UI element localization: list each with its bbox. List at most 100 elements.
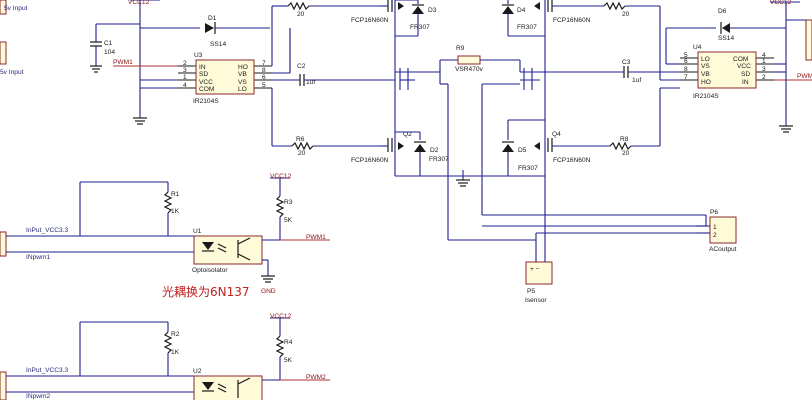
u4-ref: U4 xyxy=(693,44,702,51)
varistor-r9-body xyxy=(457,55,481,65)
vcc12-rail-left: VCC12 xyxy=(128,0,160,88)
vcc12-rail-right: VCC12 xyxy=(770,0,812,61)
u4-pin-in: IN xyxy=(742,79,749,86)
d6-value: SS14 xyxy=(718,35,734,42)
ground-bridge xyxy=(456,170,545,187)
c2-value: 1uf xyxy=(306,79,315,86)
u2-body xyxy=(193,375,263,400)
d6-ref: D6 xyxy=(718,8,727,15)
r2-value: 1K xyxy=(171,349,180,356)
resistor-r7: 20 xyxy=(603,1,660,18)
u3-pin-vb: VB xyxy=(238,71,247,78)
p6-pin-2: 2 xyxy=(713,232,717,239)
mosfet-q1: FCP16N60N xyxy=(351,0,404,176)
u4-num-8: 8 xyxy=(684,66,688,73)
u4-num-6: 6 xyxy=(684,58,688,65)
d2-ref: D2 xyxy=(430,147,439,154)
u3-pin-com: COM xyxy=(199,86,214,93)
connector-opto-input-1 xyxy=(0,231,7,257)
u3-num-5: 5 xyxy=(262,82,266,89)
r9-ref: R9 xyxy=(456,45,465,52)
u3-num-4: 4 xyxy=(183,82,187,89)
r8-ref: R8 xyxy=(620,136,629,143)
bridge-midpoint: R9 VSR470v xyxy=(395,45,706,262)
pwm2-out-label: PWM2 xyxy=(306,374,326,381)
opto-block-u1: R1 1K InPut_VCC3.3 INpwm1 U1 Optoisolato… xyxy=(0,173,330,295)
u3-pin-ho: HO xyxy=(238,64,248,71)
u3-pin-vcc: VCC xyxy=(199,79,213,86)
u4-pin-vb: VB xyxy=(701,71,710,78)
c2-ref: C2 xyxy=(297,63,306,70)
u3-num-8: 8 xyxy=(262,67,266,74)
input-label-top: 5v Input xyxy=(4,5,28,12)
input-vcc33-label-2: InPut_VCC3.3 xyxy=(26,367,68,374)
q4-ref: Q4 xyxy=(552,131,561,138)
capacitor-c3: C3 1uf xyxy=(540,59,680,84)
u1-ref: U1 xyxy=(193,228,202,235)
u3-body xyxy=(195,59,255,95)
q3-value: FCP16N60N xyxy=(553,17,591,24)
p6-pin-1: 1 xyxy=(713,224,717,231)
c1-ref: C1 xyxy=(104,40,113,47)
u3-num-1: 1 xyxy=(183,74,187,81)
d1-value: SS14 xyxy=(210,41,226,48)
u4-num-5: 5 xyxy=(684,52,688,59)
q4-value: FCP16N60N xyxy=(553,157,591,164)
connector-p5: + − P5 Isensor xyxy=(525,176,553,304)
u4-value: IR2104S xyxy=(693,93,719,100)
u3-num-6: 6 xyxy=(262,74,266,81)
diode-d4: D4 FR307 xyxy=(502,0,545,37)
c3-ref: C3 xyxy=(622,59,631,66)
d5-ref: D5 xyxy=(518,147,527,154)
d5-value: FR307 xyxy=(518,165,538,172)
diode-d1: D1 SS14 xyxy=(140,15,270,48)
u4-pin-sd: SD xyxy=(741,71,750,78)
r7-value: 20 xyxy=(622,11,630,18)
c3-value: 1uf xyxy=(632,77,641,84)
vcc12-label-right: VCC12 xyxy=(770,0,792,6)
u3-num-3: 3 xyxy=(183,67,187,74)
u3-num-2: 2 xyxy=(183,60,187,67)
r1-ref: R1 xyxy=(171,191,180,198)
u4-pin-ho: HO xyxy=(701,79,711,86)
u3-pin-vs: VS xyxy=(238,79,247,86)
optocoupler-note: 光耦换为6N137 xyxy=(162,285,250,299)
vcc12-label-top: VCC12 xyxy=(128,0,150,6)
u4-num-7: 7 xyxy=(684,74,688,81)
u4-body xyxy=(697,51,757,89)
u4-num-1: 1 xyxy=(762,58,766,65)
p5-value: Isensor xyxy=(525,297,547,304)
p6-value: ACoutput xyxy=(709,246,737,253)
c1-value: 104 xyxy=(104,49,115,56)
opto-block-u2: R2 1K InPut_VCC3.3 INpwm2 U2 VCC12 R4 5K… xyxy=(0,313,330,400)
r3-ref: R3 xyxy=(284,199,293,206)
input-5v-label: 5v Input xyxy=(0,69,24,76)
u4-num-2: 2 xyxy=(762,74,766,81)
pwm1-out-label: PWM1 xyxy=(306,234,326,241)
input-vcc33-label-1: InPut_VCC3.3 xyxy=(26,227,68,234)
u3-value: IR2104S xyxy=(193,98,219,105)
u4-pin-vcc: VCC xyxy=(737,63,751,70)
u3-pin-in: IN xyxy=(199,64,206,71)
u1-value: Optoisolator xyxy=(192,267,228,274)
r4-value: 5K xyxy=(284,357,293,364)
pwm1-net-label: PWM1 xyxy=(113,59,133,66)
mosfet-q4: Q4 FCP16N60N xyxy=(534,131,610,164)
connector-top-left xyxy=(0,0,7,15)
d4-value: FR307 xyxy=(517,24,537,31)
q2-ref: Q2 xyxy=(403,131,412,138)
connector-right xyxy=(805,19,812,61)
pwm2-net-label: PWM2 xyxy=(797,73,812,80)
q2-value: FCP16N60N xyxy=(351,157,389,164)
r1-value: 1K xyxy=(171,208,180,215)
ic-u3: PWM1 U3 IR2104S IN SD VCC COM HO VB VS L… xyxy=(113,52,272,125)
u3-num-7: 7 xyxy=(262,60,266,67)
d4-ref: D4 xyxy=(517,7,526,14)
r6-value: 20 xyxy=(298,150,306,157)
u4-pin-com: COM xyxy=(733,56,748,63)
p6-body xyxy=(709,216,737,244)
inpwm1-label: INpwm1 xyxy=(26,254,51,261)
capacitor-c1: C1 104 xyxy=(90,23,140,73)
d2-value: FR307 xyxy=(429,156,449,163)
u3-pin-lo: LO xyxy=(238,86,247,93)
